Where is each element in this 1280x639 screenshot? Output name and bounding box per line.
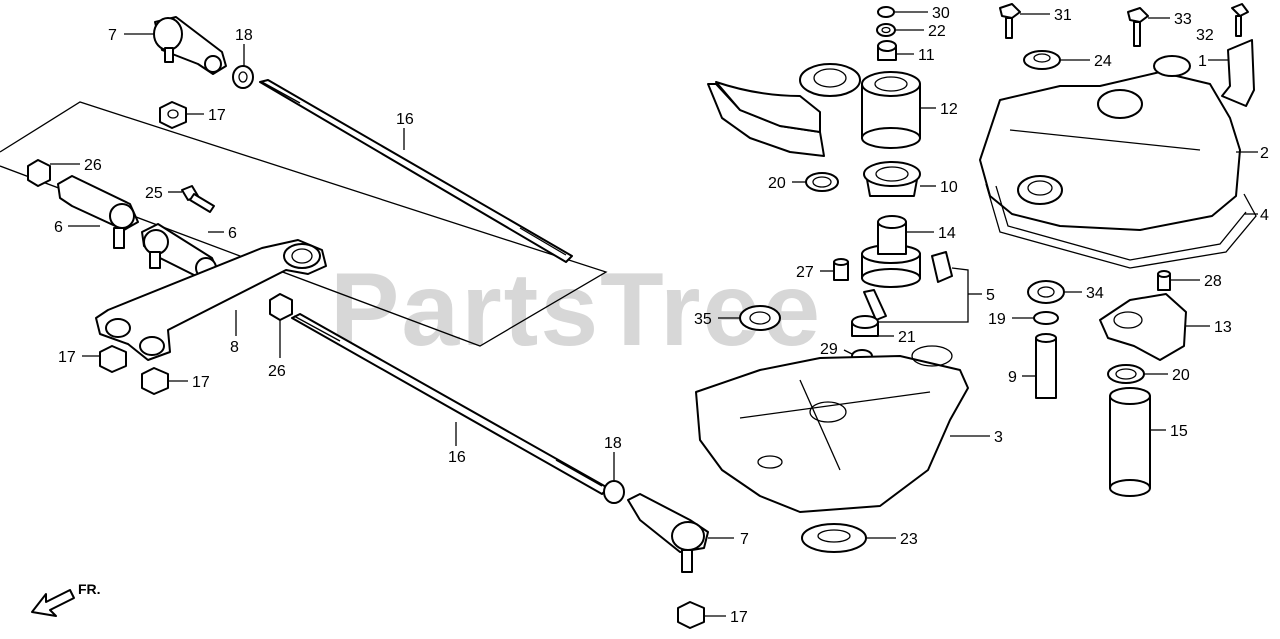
bolt-32[interactable] bbox=[1231, 3, 1249, 37]
flange-nut-c[interactable] bbox=[141, 367, 169, 395]
callout-10[interactable]: 10 bbox=[940, 179, 958, 196]
lower-case[interactable] bbox=[695, 345, 969, 513]
nut-26-b[interactable] bbox=[269, 293, 293, 321]
washer-20-b[interactable] bbox=[1107, 364, 1145, 384]
callout-6-left[interactable]: 6 bbox=[54, 219, 63, 236]
callout-17-b[interactable]: 17 bbox=[58, 349, 76, 366]
callout-7-top[interactable]: 7 bbox=[108, 27, 117, 44]
callout-24[interactable]: 24 bbox=[1094, 53, 1112, 70]
callout-1[interactable]: 1 bbox=[1198, 53, 1207, 70]
washer-22[interactable] bbox=[876, 23, 896, 37]
gasket[interactable] bbox=[985, 183, 1257, 269]
callout-25[interactable]: 25 bbox=[145, 185, 163, 202]
callout-2[interactable]: 2 bbox=[1260, 145, 1269, 162]
callout-16-bottom[interactable]: 16 bbox=[448, 449, 466, 466]
tie-rod-top[interactable] bbox=[259, 79, 573, 263]
callout-15[interactable]: 15 bbox=[1170, 423, 1188, 440]
callout-29[interactable]: 29 bbox=[820, 341, 838, 358]
flange-nut-d[interactable] bbox=[677, 601, 705, 629]
nut-bottom[interactable] bbox=[603, 480, 625, 504]
seal-23[interactable] bbox=[801, 523, 867, 553]
callout-17-c[interactable]: 17 bbox=[192, 374, 210, 391]
nut-top[interactable] bbox=[232, 65, 254, 89]
bracket-1[interactable] bbox=[1221, 39, 1255, 107]
callout-32[interactable]: 32 bbox=[1196, 27, 1214, 44]
gear-sleeve[interactable] bbox=[861, 71, 921, 149]
callout-13[interactable]: 13 bbox=[1214, 319, 1232, 336]
callout-12[interactable]: 12 bbox=[940, 101, 958, 118]
callout-21[interactable]: 21 bbox=[898, 329, 916, 346]
bushing-21[interactable] bbox=[851, 315, 879, 337]
leader-lines bbox=[50, 11, 1258, 617]
bolt-33[interactable] bbox=[1127, 7, 1149, 47]
bolt-25[interactable] bbox=[181, 185, 215, 213]
sector-gear[interactable] bbox=[707, 63, 861, 157]
bearing-35[interactable] bbox=[739, 305, 781, 331]
bushing-11[interactable] bbox=[877, 40, 897, 61]
washer-19[interactable] bbox=[1033, 311, 1059, 325]
callout-18-top[interactable]: 18 bbox=[235, 27, 253, 44]
shaft-15[interactable] bbox=[1109, 387, 1151, 497]
callout-20-a[interactable]: 20 bbox=[768, 175, 786, 192]
callout-9[interactable]: 9 bbox=[1008, 369, 1017, 386]
callout-31[interactable]: 31 bbox=[1054, 7, 1072, 24]
clip-30[interactable] bbox=[877, 6, 895, 18]
callout-34[interactable]: 34 bbox=[1086, 285, 1104, 302]
shaft-9[interactable] bbox=[1035, 333, 1057, 399]
callout-27[interactable]: 27 bbox=[796, 264, 814, 281]
flange-nut-b[interactable] bbox=[99, 345, 127, 373]
callout-6-right[interactable]: 6 bbox=[228, 225, 237, 242]
pin-27[interactable] bbox=[833, 258, 849, 281]
callout-23[interactable]: 23 bbox=[900, 531, 918, 548]
pinion-14[interactable] bbox=[861, 215, 921, 288]
tie-rod-end-bottom[interactable] bbox=[627, 493, 709, 573]
callout-11[interactable]: 11 bbox=[918, 47, 935, 64]
callout-labels: 7 18 16 17 26 25 6 6 8 17 17 26 16 18 7 … bbox=[54, 5, 1269, 626]
subassembly-outline bbox=[0, 101, 608, 347]
pin-28[interactable] bbox=[1157, 270, 1171, 291]
callout-5[interactable]: 5 bbox=[986, 287, 995, 304]
callout-20-b[interactable]: 20 bbox=[1172, 367, 1190, 384]
callout-16-top[interactable]: 16 bbox=[396, 111, 414, 128]
callout-33[interactable]: 33 bbox=[1174, 11, 1192, 28]
washer-24[interactable] bbox=[1023, 50, 1061, 70]
callout-14[interactable]: 14 bbox=[938, 225, 956, 242]
callout-17-d[interactable]: 17 bbox=[730, 609, 748, 626]
callout-4[interactable]: 4 bbox=[1260, 207, 1269, 224]
steering-arm[interactable] bbox=[95, 239, 327, 361]
tie-rod-end-6-left[interactable] bbox=[57, 175, 139, 249]
callout-22[interactable]: 22 bbox=[928, 23, 946, 40]
callout-7-bottom[interactable]: 7 bbox=[740, 531, 749, 548]
pin-group-5[interactable] bbox=[863, 251, 953, 321]
callout-28[interactable]: 28 bbox=[1204, 273, 1222, 290]
callout-26-a[interactable]: 26 bbox=[84, 157, 102, 174]
callout-18-bottom[interactable]: 18 bbox=[604, 435, 622, 452]
watermark: PartsTree bbox=[330, 252, 822, 368]
callout-19[interactable]: 19 bbox=[988, 311, 1006, 328]
callout-30[interactable]: 30 bbox=[932, 5, 950, 22]
nut-26-a[interactable] bbox=[27, 159, 51, 187]
callout-8[interactable]: 8 bbox=[230, 339, 239, 356]
front-direction-arrow: FR. bbox=[31, 581, 101, 617]
bearing-34[interactable] bbox=[1027, 280, 1065, 304]
gear-13[interactable] bbox=[1099, 293, 1187, 361]
washer-20-a[interactable] bbox=[805, 172, 839, 192]
flange-nut-a[interactable] bbox=[159, 101, 187, 129]
collar-10[interactable] bbox=[863, 161, 921, 197]
callout-35[interactable]: 35 bbox=[694, 311, 712, 328]
callout-26-b[interactable]: 26 bbox=[268, 363, 286, 380]
bolt-31[interactable] bbox=[999, 3, 1021, 39]
tie-rod-end-top[interactable] bbox=[153, 16, 227, 75]
upper-case[interactable] bbox=[979, 55, 1241, 231]
direction-label: FR. bbox=[78, 581, 101, 597]
callout-3[interactable]: 3 bbox=[994, 429, 1003, 446]
callout-17-a[interactable]: 17 bbox=[208, 107, 226, 124]
